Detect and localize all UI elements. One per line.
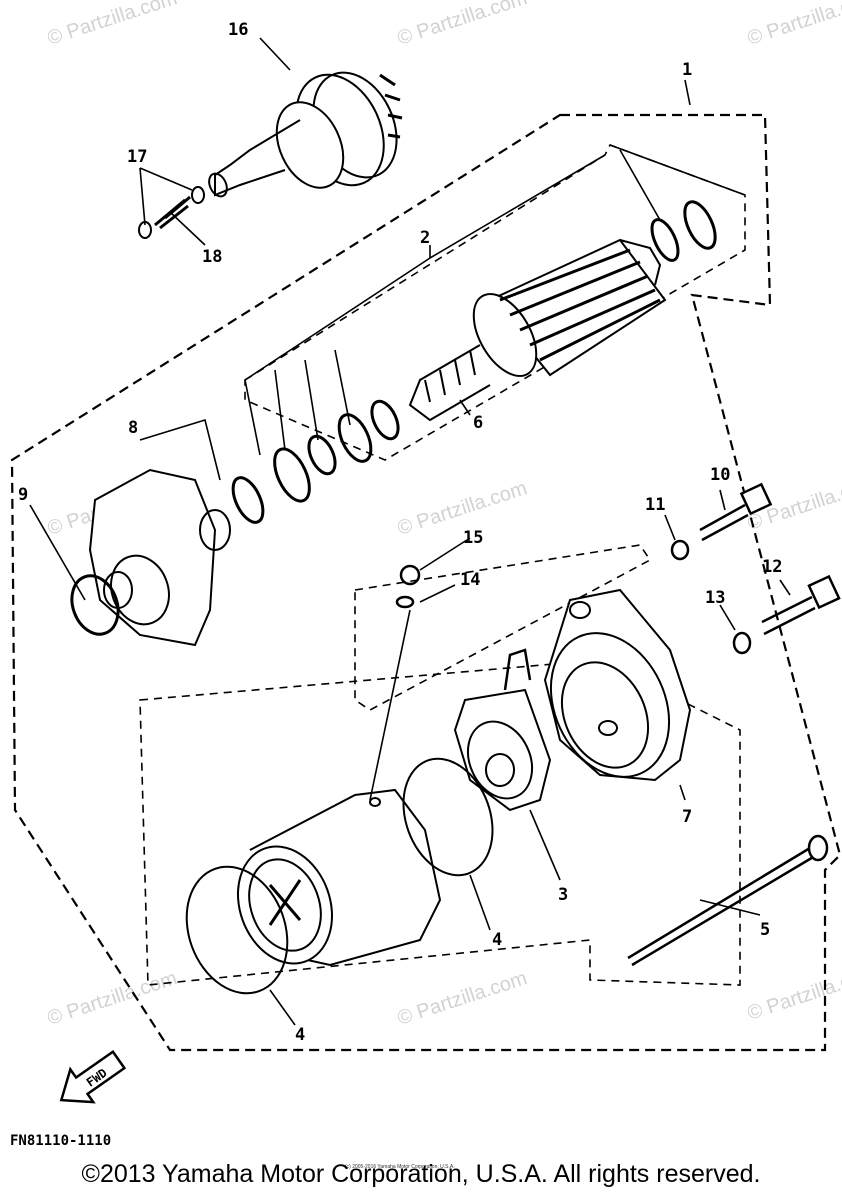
lower-group-boundary — [139, 659, 741, 986]
brush-holder-part — [453, 648, 552, 812]
armature-part — [408, 238, 667, 422]
callout-15: 15 — [463, 528, 483, 548]
copyright-notice: ©2013 Yamaha Motor Corporation, U.S.A. A… — [81, 1160, 761, 1188]
watermark-7: © Partzilla.com — [45, 967, 180, 1030]
callout-3: 3 — [558, 885, 568, 905]
gasket-parts — [185, 757, 494, 995]
callout-5: 5 — [760, 920, 770, 940]
callout-4-lower: 4 — [295, 1025, 305, 1045]
diagram-code: FN81110-1110 — [10, 1133, 111, 1149]
leader-lines — [29, 37, 791, 1026]
yoke-part — [236, 788, 442, 967]
rear-cover-part — [543, 588, 692, 782]
clip-and-spring-parts — [138, 186, 205, 239]
front-cover-part — [70, 468, 231, 647]
callout-2: 2 — [420, 228, 430, 248]
fasteners — [395, 482, 841, 967]
callout-18: 18 — [202, 247, 222, 267]
washers-set — [231, 200, 717, 524]
callout-11: 11 — [645, 495, 665, 515]
callout-9: 9 — [18, 485, 28, 505]
callout-17: 17 — [127, 147, 147, 167]
callout-1: 1 — [682, 60, 692, 80]
callout-10: 10 — [710, 465, 730, 485]
assembly-boundary — [10, 113, 842, 1052]
callout-4-upper: 4 — [492, 930, 502, 950]
watermark-9: © Partzilla.com — [745, 962, 842, 1025]
callout-14: 14 — [460, 570, 480, 590]
armature-group-boundary — [244, 144, 746, 461]
watermark-1: © Partzilla.com — [45, 0, 180, 50]
callout-6: 6 — [473, 413, 483, 433]
callout-12: 12 — [762, 557, 782, 577]
fwd-arrow: FWD — [59, 1049, 127, 1104]
callout-8: 8 — [128, 418, 138, 438]
callout-13: 13 — [705, 588, 725, 608]
callout-16: 16 — [228, 20, 248, 40]
watermark-3: © Partzilla.com — [745, 0, 842, 50]
small-copyright: (c) 2005-2016 Yamaha Motor Corporation, … — [345, 1164, 455, 1170]
starter-clutch-part — [208, 71, 403, 198]
callout-7: 7 — [682, 807, 692, 827]
watermark-8: © Partzilla.com — [395, 967, 530, 1030]
watermark-2: © Partzilla.com — [395, 0, 530, 50]
